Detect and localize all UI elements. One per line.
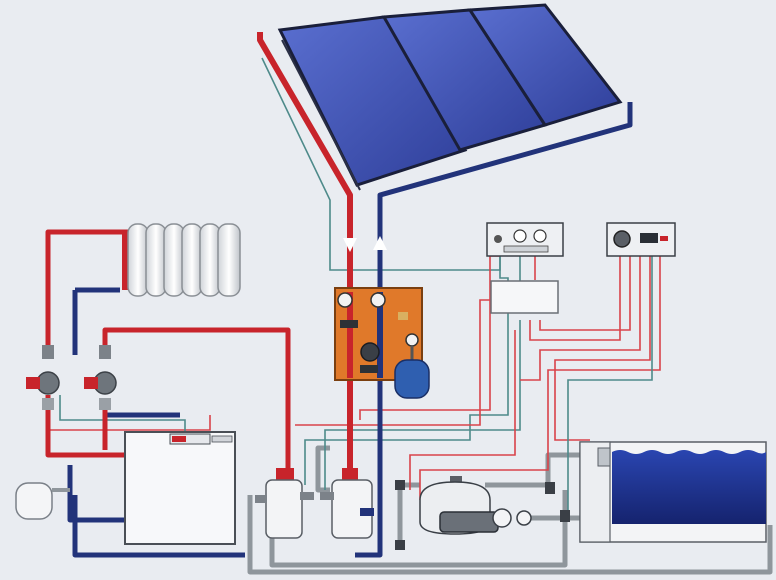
filter-motor-icon: [439, 511, 499, 533]
boiler-cold-pipe: [72, 495, 245, 558]
vessel-pipe: [67, 465, 125, 523]
pool-sensor-wire: [567, 256, 653, 520]
solar-panel-3: [467, 3, 623, 127]
hx-sensor-wire: [304, 256, 509, 485]
solar-collector-array: [277, 3, 623, 191]
temp-gauge-icon: [370, 292, 386, 308]
flow-up-arrow: [373, 236, 387, 250]
station-pump-icon: [360, 342, 380, 362]
boiler-hot-pipe: [45, 395, 125, 458]
red-wire-d: [539, 256, 631, 331]
boiler-sensor-wire: [59, 395, 186, 440]
red-wire-e: [520, 256, 641, 381]
grey-pipe-bottom-loop: [247, 495, 773, 575]
heating-pump-1: [26, 345, 60, 410]
radiator-hot-pipe: [45, 229, 128, 355]
grey-pipe-filter-in: [397, 482, 420, 548]
red-wire-f: [554, 256, 651, 441]
heat-exchanger-1: [255, 468, 314, 539]
flow-down-arrow: [343, 238, 357, 252]
boiler: [124, 431, 236, 545]
swimming-pool: [579, 441, 767, 543]
jbox-sensor-wire: [324, 320, 521, 490]
expansion-vessel-left: [15, 482, 70, 520]
heating-pump-2: [84, 345, 117, 410]
hx-hot-pipe: [102, 327, 291, 475]
junction-box: [490, 280, 559, 314]
pool-controller: [606, 222, 676, 257]
pressure-gauge-icon: [337, 292, 353, 308]
radiator: [122, 223, 241, 297]
pool-water: [612, 450, 766, 524]
expansion-vessel: [394, 346, 430, 399]
gauge-icon: [405, 333, 419, 347]
grey-pipe-hx-link: [315, 445, 330, 493]
dial-icon: [533, 229, 547, 243]
grey-pipe-inner-loop: [269, 490, 568, 568]
red-wire-g: [419, 256, 661, 500]
dial-icon: [513, 229, 527, 243]
sand-filter-pump: [419, 476, 532, 535]
collector-return-pipe: [355, 102, 633, 558]
heat-exchanger-2: [320, 468, 374, 539]
solar-controller: [486, 222, 564, 257]
pump2-cold-pipe: [102, 398, 180, 418]
red-wire-c: [529, 256, 621, 341]
display-dial-icon: [613, 230, 631, 248]
red-wire-h: [409, 330, 516, 490]
